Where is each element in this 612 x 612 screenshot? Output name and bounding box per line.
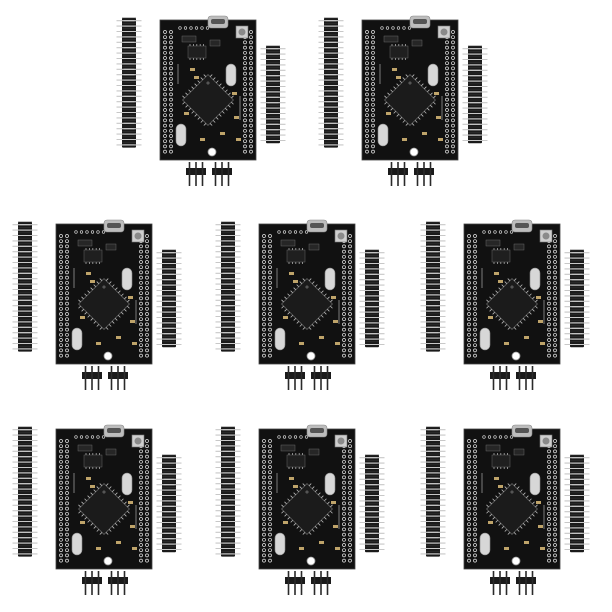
module-kit-graphic <box>116 15 286 186</box>
small-pin-headers <box>82 366 128 390</box>
crystal-oscillator <box>479 532 491 556</box>
right-pin-header <box>359 249 385 348</box>
crystal-oscillator <box>274 532 286 556</box>
crystal-oscillator <box>71 327 83 351</box>
long-pin-header <box>215 221 241 352</box>
small-pin-headers <box>82 571 128 595</box>
mounting-hole <box>207 147 217 157</box>
mounting-hole <box>511 351 521 361</box>
long-pin-header <box>12 221 38 352</box>
long-pin-header <box>420 221 446 352</box>
long-pin-header <box>116 17 142 148</box>
microcontroller-chip <box>78 278 130 330</box>
usb-serial-chip <box>389 45 409 59</box>
mounting-hole <box>409 147 419 157</box>
right-pin-header <box>359 454 385 553</box>
crystal-oscillator <box>324 267 336 291</box>
pcb-board <box>463 219 561 365</box>
module-kit-graphic <box>215 424 385 595</box>
right-pin-header <box>260 45 286 144</box>
mounting-hole <box>306 556 316 566</box>
microcontroller-chip <box>78 483 130 535</box>
module-kit <box>420 419 610 604</box>
mounting-hole <box>511 556 521 566</box>
module-kit-graphic <box>318 15 488 186</box>
module-kit <box>116 10 306 195</box>
crystal-oscillator <box>479 327 491 351</box>
usb-serial-chip <box>83 249 103 263</box>
mounting-hole <box>103 351 113 361</box>
small-pin-headers <box>285 571 331 595</box>
crystal-oscillator <box>274 327 286 351</box>
module-kit-graphic <box>215 219 385 390</box>
module-kit <box>12 214 202 399</box>
microcontroller-chip <box>486 483 538 535</box>
right-pin-header <box>462 45 488 144</box>
microcontroller-chip <box>182 74 234 126</box>
microcontroller-chip <box>281 278 333 330</box>
pcb-board <box>258 424 356 570</box>
long-pin-header <box>420 426 446 557</box>
crystal-oscillator <box>121 472 133 496</box>
microcontroller-chip <box>281 483 333 535</box>
mounting-hole <box>103 556 113 566</box>
module-kit <box>215 214 405 399</box>
module-kit <box>318 10 508 195</box>
usb-serial-chip <box>286 454 306 468</box>
pcb-board <box>159 15 257 161</box>
right-pin-header <box>156 249 182 348</box>
module-kit-graphic <box>12 219 182 390</box>
pcb-board <box>463 424 561 570</box>
microcontroller-chip <box>486 278 538 330</box>
crystal-oscillator <box>529 267 541 291</box>
module-kit <box>420 214 610 399</box>
usb-serial-chip <box>187 45 207 59</box>
crystal-oscillator <box>225 63 237 87</box>
usb-serial-chip <box>83 454 103 468</box>
crystal-oscillator <box>377 123 389 147</box>
module-kit-graphic <box>420 424 590 595</box>
crystal-oscillator <box>121 267 133 291</box>
pcb-board <box>258 219 356 365</box>
long-pin-header <box>318 17 344 148</box>
right-pin-header <box>156 454 182 553</box>
module-kit <box>215 419 405 604</box>
pcb-board <box>55 219 153 365</box>
crystal-oscillator <box>529 472 541 496</box>
microcontroller-chip <box>384 74 436 126</box>
usb-serial-chip <box>286 249 306 263</box>
crystal-oscillator <box>175 123 187 147</box>
small-pin-headers <box>490 571 536 595</box>
long-pin-header <box>215 426 241 557</box>
mounting-hole <box>306 351 316 361</box>
small-pin-headers <box>186 162 232 186</box>
small-pin-headers <box>490 366 536 390</box>
small-pin-headers <box>285 366 331 390</box>
module-kit <box>12 419 202 604</box>
pcb-board <box>361 15 459 161</box>
usb-serial-chip <box>491 249 511 263</box>
crystal-oscillator <box>324 472 336 496</box>
usb-serial-chip <box>491 454 511 468</box>
crystal-oscillator <box>427 63 439 87</box>
pcb-board <box>55 424 153 570</box>
right-pin-header <box>564 454 590 553</box>
right-pin-header <box>564 249 590 348</box>
module-kit-graphic <box>420 219 590 390</box>
small-pin-headers <box>388 162 434 186</box>
module-kit-graphic <box>12 424 182 595</box>
long-pin-header <box>12 426 38 557</box>
crystal-oscillator <box>71 532 83 556</box>
